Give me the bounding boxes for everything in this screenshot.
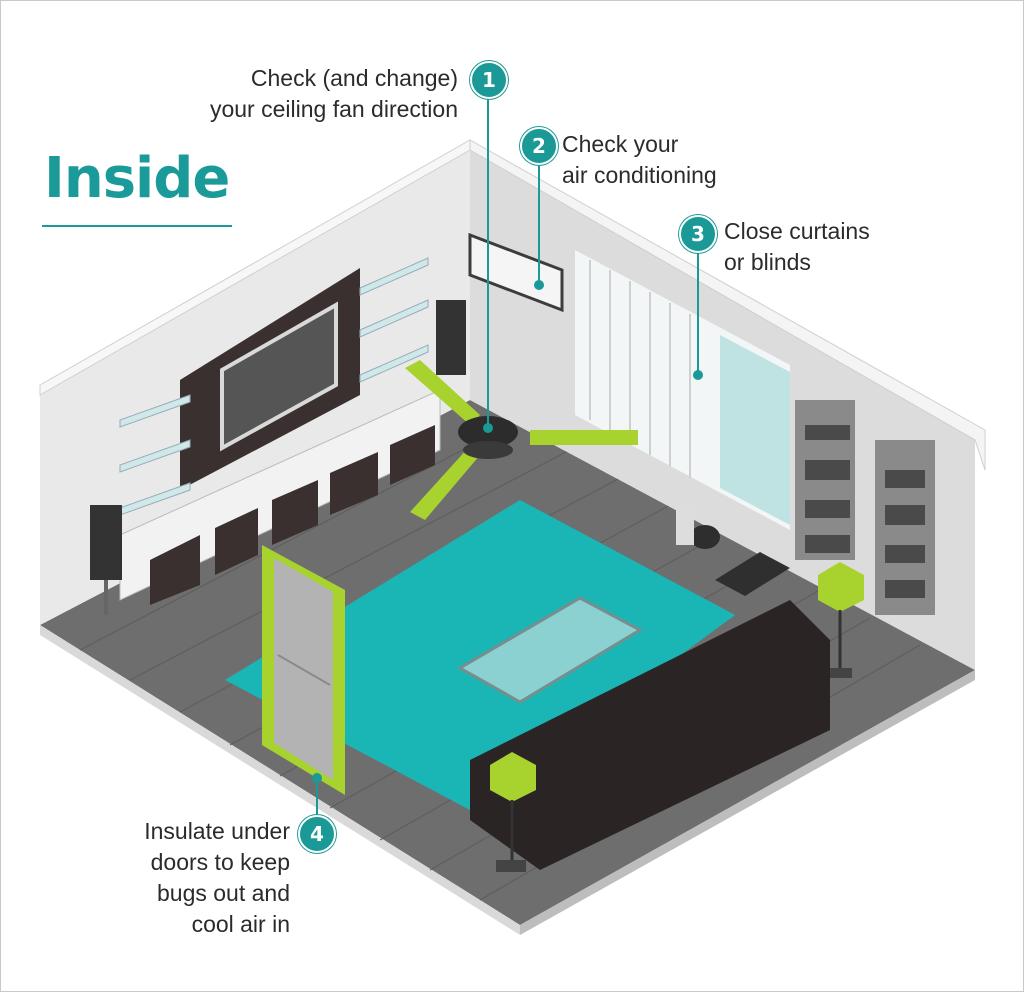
callout-dots bbox=[312, 280, 703, 783]
floor-edge-left bbox=[40, 625, 520, 935]
bookshelves bbox=[795, 400, 935, 615]
right-wall-top bbox=[469, 139, 986, 471]
glass-shelves bbox=[119, 257, 429, 516]
floor-lamp-left bbox=[490, 752, 536, 872]
title-underline bbox=[42, 225, 232, 227]
door-icon bbox=[262, 545, 345, 795]
callout-number-1: 1 bbox=[470, 61, 508, 99]
callout-leaders bbox=[316, 96, 699, 817]
window-blinds bbox=[589, 260, 691, 478]
speaker-left bbox=[90, 505, 122, 580]
speaker-right bbox=[436, 300, 466, 375]
callout-text-2: Check your air conditioning bbox=[562, 131, 717, 188]
callout-text-3: Close curtains or blinds bbox=[724, 218, 870, 275]
window-glass bbox=[720, 335, 790, 525]
floor-edge-right bbox=[520, 670, 975, 935]
stool bbox=[715, 552, 790, 596]
callout-text-4: Insulate under doors to keep bugs out an… bbox=[144, 818, 290, 937]
callout-number-4: 4 bbox=[298, 815, 336, 853]
sofa bbox=[470, 600, 830, 870]
callout-text-1: Check (and change) your ceiling fan dire… bbox=[209, 65, 458, 122]
vase bbox=[690, 525, 720, 549]
tv-screen bbox=[220, 301, 338, 452]
coffee-table bbox=[456, 596, 644, 704]
callout-number-2: 2 bbox=[520, 127, 558, 165]
page-title: Inside bbox=[44, 146, 230, 211]
floor-lamp-right bbox=[818, 562, 864, 678]
air-conditioner bbox=[468, 232, 564, 313]
cabinet-drawers bbox=[150, 425, 435, 605]
callout-number-3: 3 bbox=[679, 215, 717, 253]
